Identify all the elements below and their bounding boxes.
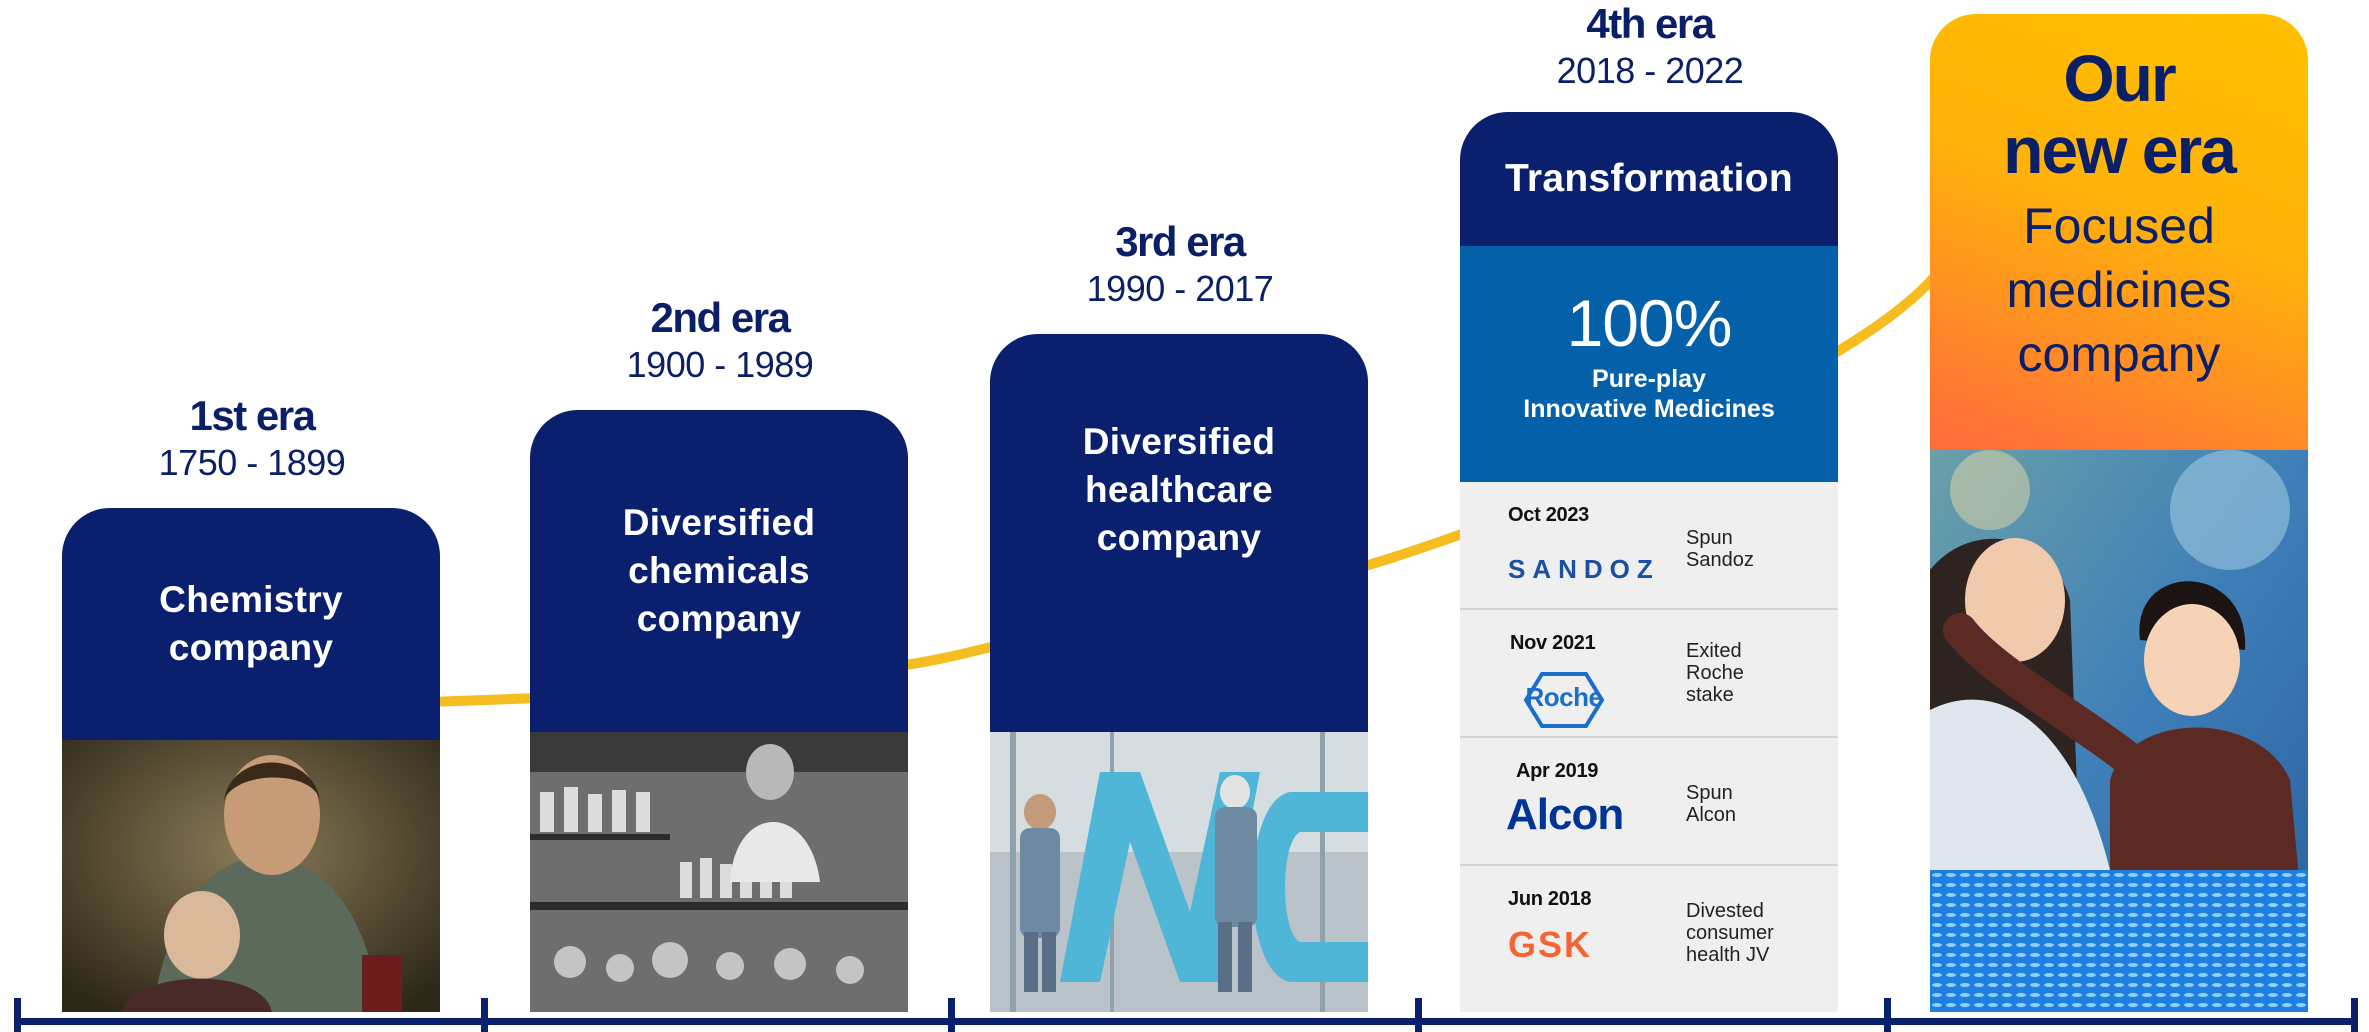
era-2-header: 2nd era 1900 - 1989 <box>530 294 910 388</box>
transformation-summary: 100% Pure-play Innovative Medicines <box>1460 246 1838 482</box>
deal-date: Oct 2023 <box>1508 504 1589 526</box>
era-2-label-line: chemicals <box>628 550 810 591</box>
era-3-label-line: company <box>1096 517 1262 558</box>
era-1-header: 1st era 1750 - 1899 <box>62 392 442 486</box>
era-3-header: 3rd era 1990 - 2017 <box>990 218 1370 312</box>
era-1-portrait-photo <box>62 740 440 1012</box>
deal-row: Oct 2023 SANDOZ Spun Sandoz <box>1460 482 1838 610</box>
era-4-header: 4th era 2018 - 2022 <box>1460 0 1840 94</box>
roche-logo: Roche <box>1525 682 1603 712</box>
new-era-sub-line: company <box>2017 326 2221 382</box>
transformation-subtitle-line: Pure-play <box>1592 365 1706 393</box>
era-1-card: Chemistry company <box>62 508 440 740</box>
sandoz-logo: SANDOZ <box>1508 554 1660 584</box>
new-era-sub-line: Focused <box>2023 198 2215 254</box>
deal-description-line: stake <box>1686 684 1734 706</box>
deal-description-line: Divested <box>1686 900 1764 922</box>
deal-description-line: Alcon <box>1686 804 1737 826</box>
era-4-years: 2018 - 2022 <box>1556 50 1744 91</box>
deal-row: Apr 2019 Alcon Spun Alcon <box>1460 738 1838 866</box>
era-4-title: 4th era <box>1586 0 1715 47</box>
new-era-sub-line: medicines <box>2006 262 2232 318</box>
timeline-baseline <box>14 1018 2358 1025</box>
new-era-title-line: Our <box>2063 41 2176 115</box>
era-3-label-line: healthcare <box>1084 469 1274 510</box>
timeline-tick <box>2351 998 2358 1032</box>
era-2-card: Diversified chemicals company <box>530 410 908 732</box>
deal-description: Spun Sandoz <box>1686 527 1754 571</box>
deal-date: Apr 2019 <box>1516 760 1599 782</box>
new-era-card: Our new era Focused medicines company <box>1930 14 2308 450</box>
deal-date: Nov 2021 <box>1510 632 1596 654</box>
era-2-label-line: Diversified <box>622 502 816 543</box>
timeline-tick <box>14 998 21 1032</box>
era-2-laboratory-photo <box>530 732 908 1012</box>
era-1-label-line: Chemistry <box>159 579 343 620</box>
deal-description-line: Sandoz <box>1686 549 1754 571</box>
timeline-tick <box>481 998 488 1032</box>
timeline-tick <box>948 998 955 1032</box>
era-3-sign-installation-photo <box>990 732 1368 1012</box>
deal-description-line: Roche <box>1686 662 1744 684</box>
deal-description-line: Spun <box>1686 782 1733 804</box>
deal-description-line: health JV <box>1686 944 1770 966</box>
new-era-title-line: new era <box>2003 113 2237 187</box>
era-4-label: Transformation <box>1504 157 1794 200</box>
deal-row: Jun 2018 GSK Divested consumer health JV <box>1460 866 1838 992</box>
deal-description: Spun Alcon <box>1686 782 1736 826</box>
era-3-years: 1990 - 2017 <box>1086 268 1274 309</box>
transformation-percent: 100% <box>1566 286 1733 360</box>
alcon-logo: Alcon <box>1506 790 1624 839</box>
era-3-title: 3rd era <box>1115 218 1246 265</box>
transformation-subtitle-line: Innovative Medicines <box>1523 395 1775 423</box>
deal-description: Divested consumer health JV <box>1686 900 1774 966</box>
era-1-title: 1st era <box>189 392 316 439</box>
deal-row: Nov 2021 Roche Exited Roche stake <box>1460 610 1838 738</box>
gsk-logo: GSK <box>1508 924 1593 965</box>
deal-description: Exited Roche stake <box>1686 640 1744 706</box>
era-2-title: 2nd era <box>650 294 791 341</box>
deal-description-line: Spun <box>1686 527 1733 549</box>
era-3-card: Diversified healthcare company <box>990 334 1368 732</box>
timeline-tick <box>1415 998 1422 1032</box>
era-2-label-line: company <box>636 598 802 639</box>
deal-description-line: Exited <box>1686 640 1742 662</box>
deal-date: Jun 2018 <box>1508 888 1592 910</box>
new-era-family-photo <box>1930 450 2308 1012</box>
era-2-years: 1900 - 1989 <box>626 344 814 385</box>
roche-hexagon-icon <box>1523 672 1605 728</box>
deal-description-line: consumer <box>1686 922 1774 944</box>
era-1-label-line: company <box>168 627 334 668</box>
era-1-years: 1750 - 1899 <box>158 442 346 483</box>
transformation-deals-list: Oct 2023 SANDOZ Spun Sandoz Nov 2021 Roc… <box>1460 482 1838 1012</box>
era-4-card: Transformation <box>1460 112 1838 246</box>
era-3-label-line: Diversified <box>1082 421 1276 462</box>
timeline-tick <box>1884 998 1891 1032</box>
